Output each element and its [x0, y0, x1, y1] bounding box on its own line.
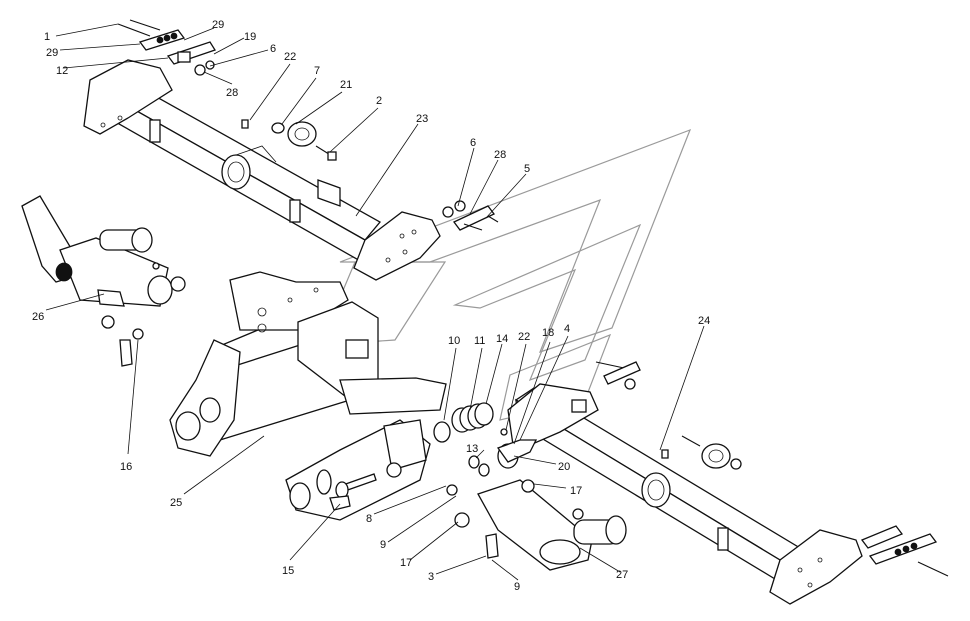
callout-2: 2 [376, 95, 382, 107]
callout-17: 17 [570, 485, 582, 497]
callout-8: 8 [366, 513, 372, 525]
callout-15: 15 [282, 565, 294, 577]
callout-22: 22 [284, 51, 296, 63]
callout-17: 17 [400, 557, 412, 569]
callout-10: 10 [448, 335, 460, 347]
upper-bolt-collar-set [241, 119, 337, 161]
lower-beam-part-24 [507, 383, 863, 605]
callout-13: 13 [466, 443, 478, 455]
callout-27: 27 [616, 569, 628, 581]
callout-18: 18 [542, 327, 554, 339]
callout-22: 22 [518, 331, 530, 343]
callout-26: 26 [32, 311, 44, 323]
callout-28: 28 [494, 149, 506, 161]
callout-16: 16 [120, 461, 132, 473]
callout-14: 14 [496, 333, 508, 345]
upper-arm-part-26 [21, 195, 186, 307]
callout-23: 23 [416, 113, 428, 125]
upper-beam-part-23 [83, 59, 441, 281]
callout-28: 28 [226, 87, 238, 99]
callout-19: 19 [244, 31, 256, 43]
upper-left-bolt-set [117, 19, 216, 76]
main-frame-part-25 [101, 271, 447, 521]
hinge-pin-part-15 [329, 473, 377, 511]
callout-4: 4 [564, 323, 570, 335]
callout-9: 9 [514, 581, 520, 593]
callout-9: 9 [380, 539, 386, 551]
leader-lines [45, 23, 705, 581]
callout-3: 3 [428, 571, 434, 583]
callout-20: 20 [558, 461, 570, 473]
callout-6: 6 [270, 43, 276, 55]
spring-washer-stack [433, 402, 538, 477]
callout-25: 25 [170, 497, 182, 509]
lower-right-bolt-set [595, 361, 949, 577]
lower-arm-part-27 [446, 479, 627, 571]
callout-21: 21 [340, 79, 352, 91]
callout-24: 24 [698, 315, 710, 327]
callout-12: 12 [56, 65, 68, 77]
callout-6: 6 [470, 137, 476, 149]
callout-7: 7 [314, 65, 320, 77]
callout-labels: 1 29 29 12 19 6 28 22 7 21 2 23 6 28 5 2… [32, 19, 710, 593]
callout-5: 5 [524, 163, 530, 175]
callout-11: 11 [474, 335, 485, 347]
callout-1: 1 [44, 31, 50, 43]
callout-29: 29 [212, 19, 224, 31]
callout-29: 29 [46, 47, 58, 59]
upper-right-bolt-set [442, 200, 499, 231]
